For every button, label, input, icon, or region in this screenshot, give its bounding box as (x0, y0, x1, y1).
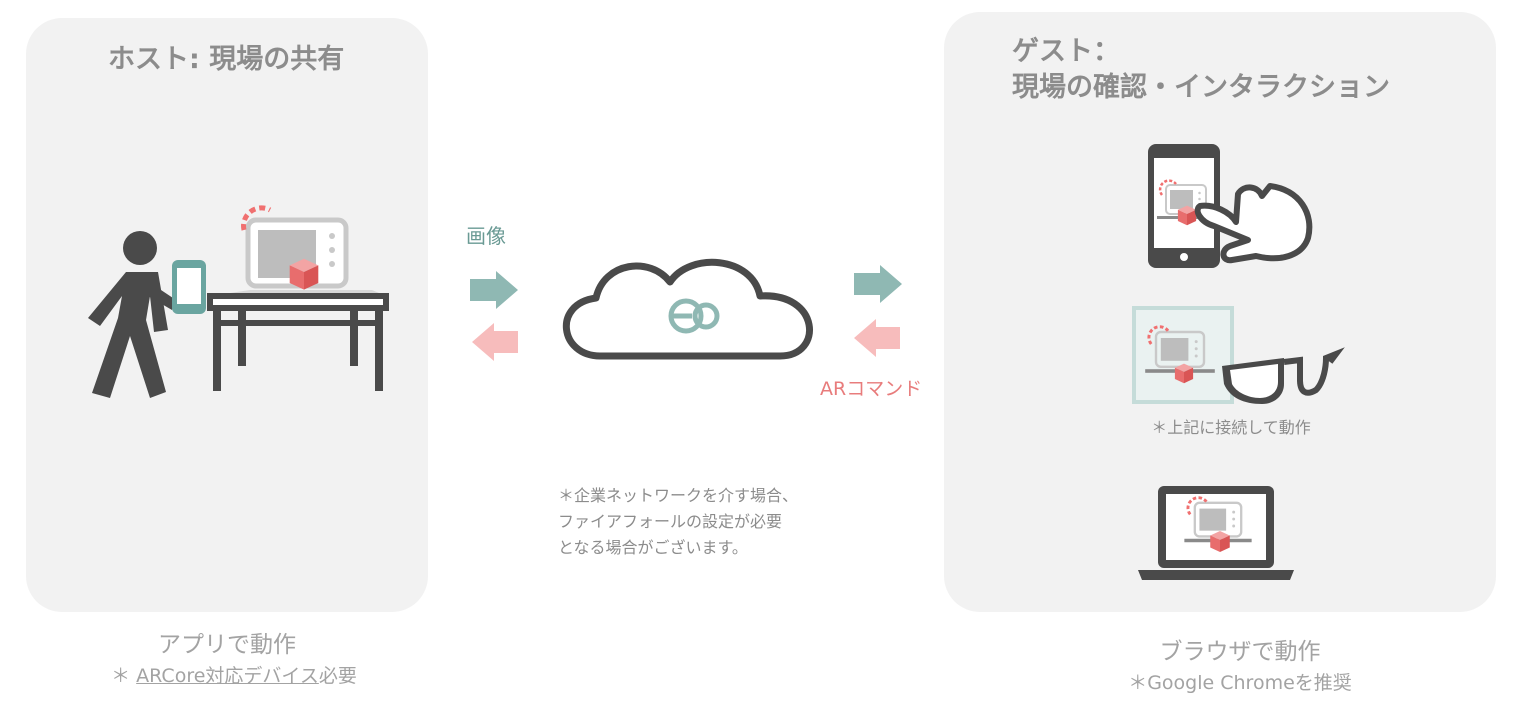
ar-arrow-left-guest (854, 319, 900, 357)
laptop-icon (1138, 486, 1294, 580)
ar-command-label: ARコマンド (820, 378, 923, 400)
glasses-note: ＊上記に接続して動作 (1151, 418, 1311, 437)
host-requirement-note: ＊ ARCore対応デバイス必要 (0, 663, 468, 689)
glasses-view-icon (1132, 306, 1234, 404)
phone-icon (172, 260, 206, 314)
guest-browser-note: ＊Google Chromeを推奨 (1128, 672, 1352, 694)
image-arrow-right (470, 271, 518, 309)
guest-caption: ブラウザで動作 (1159, 639, 1321, 665)
host-title: ホスト: 現場の共有 (108, 44, 345, 75)
firewall-note-line: ＊企業ネットワークを介す場合、 (558, 486, 799, 505)
image-arrow-right-guest (854, 265, 902, 303)
table-icon (207, 290, 389, 391)
guest-title-line1: ゲスト： (1012, 36, 1120, 67)
smart-glasses-icon (1222, 347, 1345, 404)
guest-title-line2: 現場の確認・インタラクション (1012, 72, 1390, 103)
ar-arrow-left (472, 323, 518, 361)
firewall-note: ＊企業ネットワークを介す場合、 ファイアフォールの設定が必要 となる場合がござい… (558, 483, 798, 561)
host-note-suffix: 必要 (318, 665, 357, 687)
host-caption: アプリで動作 (158, 632, 296, 658)
person-icon (88, 231, 176, 398)
guest-title: ゲスト： 現場の確認・インタラクション (1012, 34, 1390, 106)
image-flow-label: 画像 (466, 224, 506, 248)
cloud-icon (563, 258, 813, 360)
firewall-note-line: となる場合がございます。 (558, 538, 748, 557)
hand-tap-icon (1194, 183, 1313, 264)
host-note-prefix: ＊ (111, 665, 137, 687)
arcore-devices-link[interactable]: ARCore対応デバイス (136, 665, 319, 687)
firewall-note-line: ファイアフォールの設定が必要 (558, 512, 783, 531)
